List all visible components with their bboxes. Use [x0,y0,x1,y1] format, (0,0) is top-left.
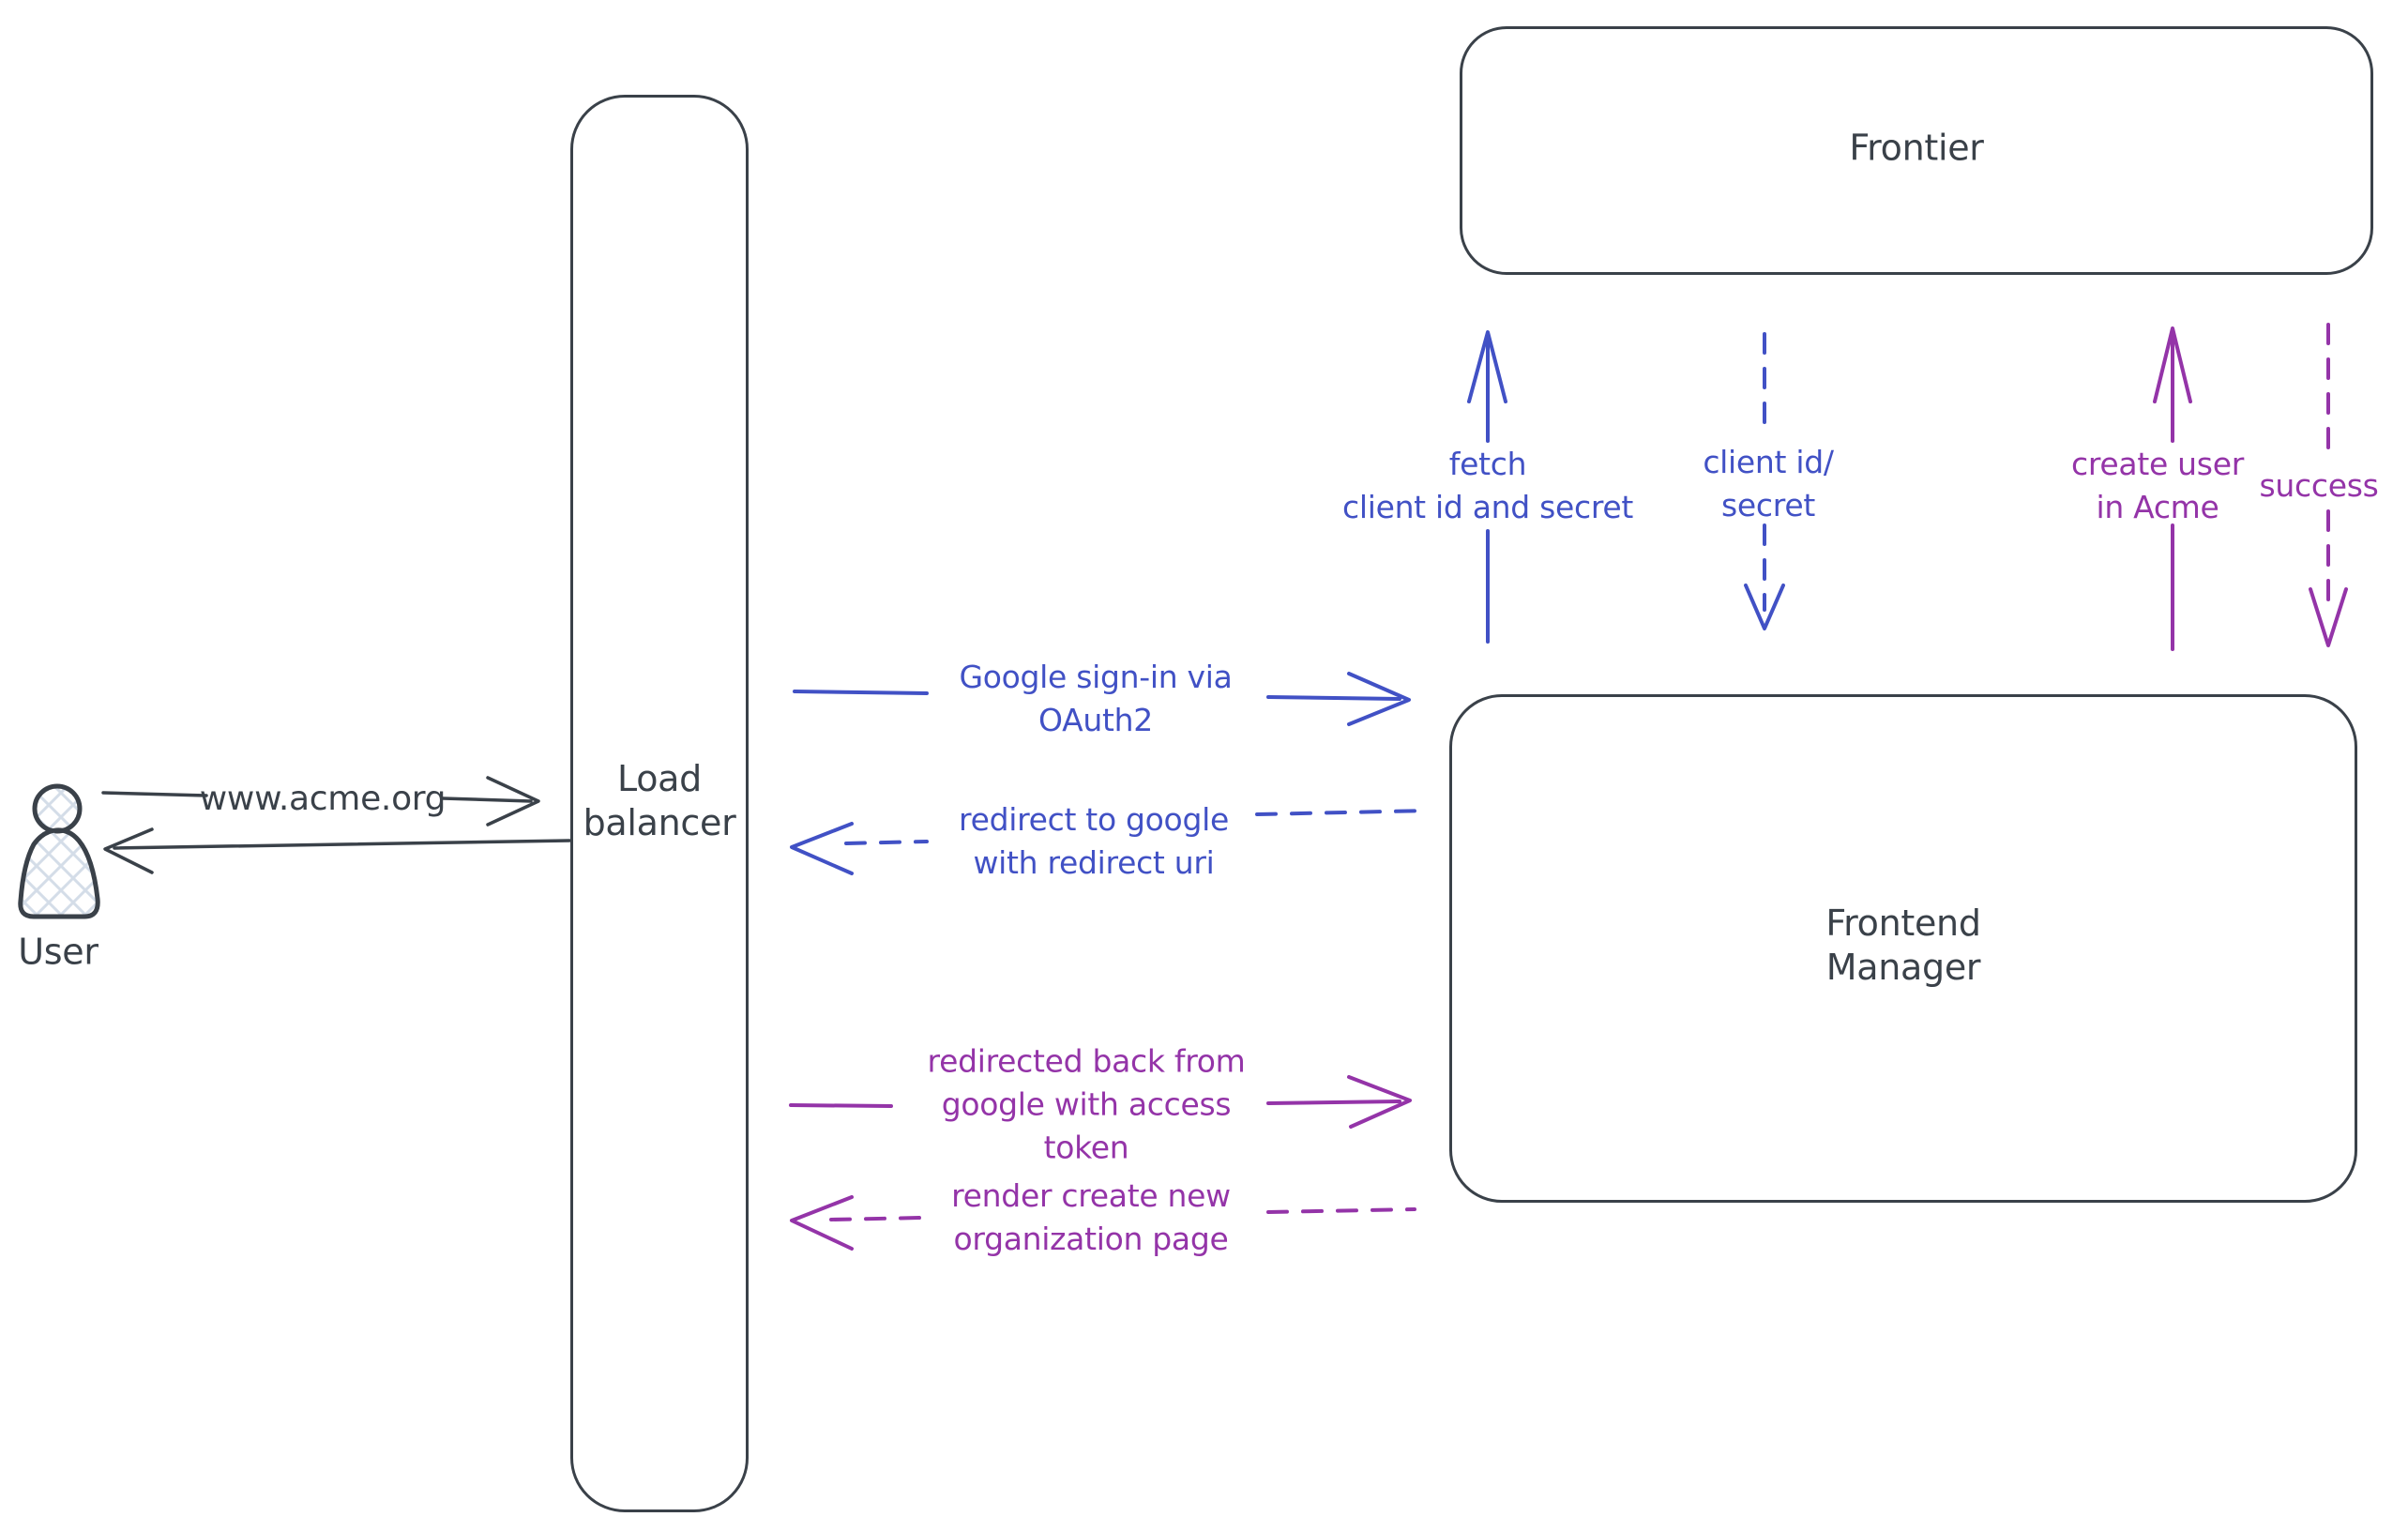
render-org-page-arrow [792,1197,1415,1249]
user-head [35,786,80,831]
create-user-label: create user in Acme [2071,445,2244,525]
load-balancer-box [570,95,749,1512]
user-label: User [18,931,98,973]
client-id-secret-arrow [1746,334,1783,629]
fetch-client-arrow [1469,332,1506,642]
frontier-box [1460,26,2373,275]
frontier-label: Frontier [1849,127,1984,169]
frontend-manager-box [1449,694,2357,1203]
success-arrow [2310,325,2346,645]
success-label: success [2259,466,2379,504]
redirect-google-arrow [792,811,1430,873]
create-user-arrow [2155,328,2190,649]
acme-request-label: www.acme.org [199,779,447,818]
frontend-manager-label: Frontend Manager [1825,902,1981,988]
redirected-back-label: redirected back from google with access … [927,1042,1246,1167]
client-id-secret-label: client id/ secret [1703,443,1834,523]
acme-response-arrow [105,829,569,872]
fetch-client-label: fetch client id and secret [1341,445,1634,525]
redirect-google-label: redirect to google with redirect uri [959,800,1229,881]
google-signin-label: Google sign-in via OAuth2 [959,658,1233,738]
google-signin-arrow [795,674,1409,724]
user-body [21,830,98,917]
render-org-page-label: render create new organization page [951,1176,1231,1257]
load-balancer-label: Load balancer [583,757,736,843]
redirected-back-arrow [791,1077,1410,1127]
acme-request-arrow [103,778,538,825]
user-figure [21,786,98,917]
